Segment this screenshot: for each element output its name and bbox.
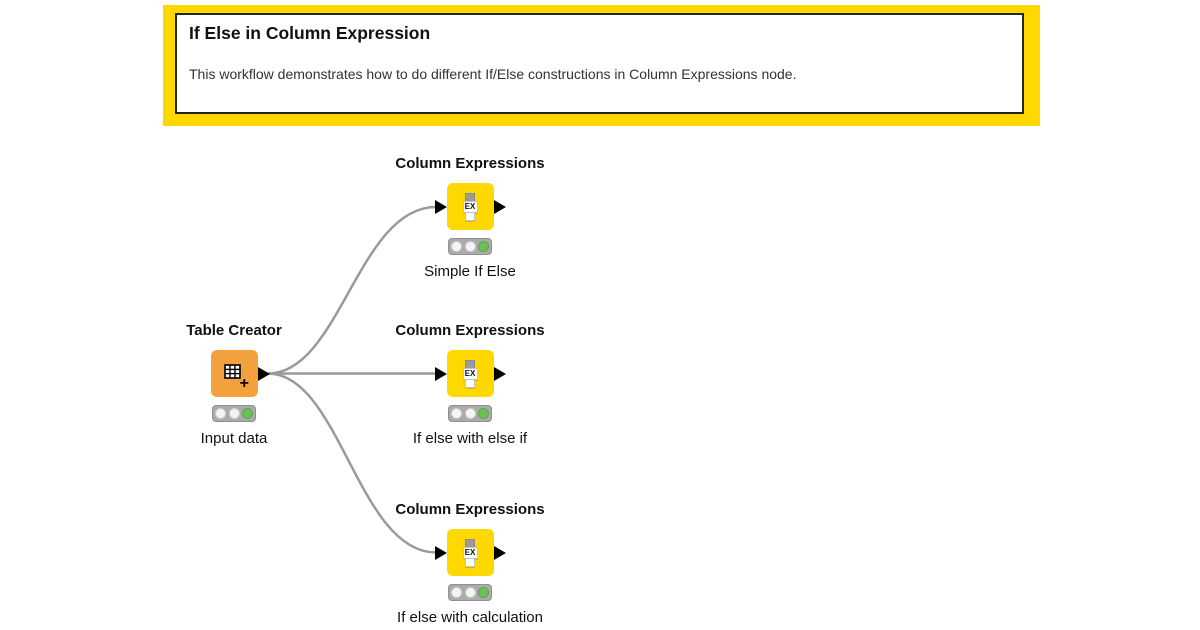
node-column-expressions-else-if[interactable]: Column Expressions EX If else with else …: [389, 322, 551, 447]
status-traffic-light: [448, 238, 492, 255]
icon-bottom-block: [465, 212, 475, 221]
node-column-expressions-simple[interactable]: Column Expressions EX Simple If Else: [389, 155, 551, 280]
node-title: Table Creator: [186, 322, 282, 339]
status-lamp-green: [242, 408, 253, 419]
column-expressions-node-body[interactable]: EX: [434, 529, 506, 576]
status-lamp-green: [478, 408, 489, 419]
status-lamp-red: [451, 587, 462, 598]
annotation-inner-box: If Else in Column Expression This workfl…: [175, 13, 1024, 114]
output-port[interactable]: [257, 366, 270, 381]
node-subtitle: If else with else if: [412, 430, 528, 447]
node-subtitle: If else with calculation: [397, 609, 543, 626]
node-title: Column Expressions: [395, 501, 545, 518]
workflow-annotation: If Else in Column Expression This workfl…: [163, 5, 1040, 126]
table-creator-node-body[interactable]: +: [210, 350, 270, 397]
node-subtitle: Input data: [200, 430, 268, 447]
status-lamp-yellow: [464, 408, 476, 419]
status-lamp-yellow: [464, 241, 476, 252]
expression-stamp-icon: EX: [462, 538, 478, 567]
output-port[interactable]: [493, 199, 506, 214]
status-traffic-light: [448, 405, 492, 422]
status-lamp-green: [478, 587, 489, 598]
status-lamp-red: [451, 241, 462, 252]
icon-bottom-block: [465, 558, 475, 567]
node-table-creator[interactable]: Table Creator + Input data: [153, 322, 315, 447]
icon-top-block: [465, 538, 475, 547]
status-lamp-yellow: [464, 587, 476, 598]
status-traffic-light: [448, 584, 492, 601]
expression-stamp-icon: EX: [462, 359, 478, 388]
icon-ex-label: EX: [462, 367, 478, 380]
expression-stamp-icon: EX: [462, 192, 478, 221]
icon-bottom-block: [465, 379, 475, 388]
annotation-title: If Else in Column Expression: [189, 23, 431, 43]
node-subtitle: Simple If Else: [424, 263, 516, 280]
output-port[interactable]: [493, 545, 506, 560]
node-title: Column Expressions: [395, 322, 545, 339]
node-title: Column Expressions: [395, 155, 545, 172]
annotation-description: This workflow demonstrates how to do dif…: [189, 66, 797, 82]
output-port[interactable]: [493, 366, 506, 381]
table-plus-icon: +: [222, 362, 249, 391]
column-expressions-node-body[interactable]: EX: [434, 183, 506, 230]
plus-glyph: +: [239, 374, 249, 392]
icon-top-block: [465, 192, 475, 201]
status-lamp-red: [215, 408, 226, 419]
icon-top-block: [465, 359, 475, 368]
icon-ex-label: EX: [462, 200, 478, 213]
status-lamp-green: [478, 241, 489, 252]
column-expressions-node-body[interactable]: EX: [434, 350, 506, 397]
node-column-expressions-calculation[interactable]: Column Expressions EX If else with calcu…: [389, 501, 551, 626]
status-lamp-red: [451, 408, 462, 419]
icon-ex-label: EX: [462, 546, 478, 559]
input-port[interactable]: [434, 366, 447, 381]
status-traffic-light: [212, 405, 256, 422]
status-lamp-yellow: [228, 408, 240, 419]
input-port[interactable]: [434, 199, 447, 214]
input-port[interactable]: [434, 545, 447, 560]
